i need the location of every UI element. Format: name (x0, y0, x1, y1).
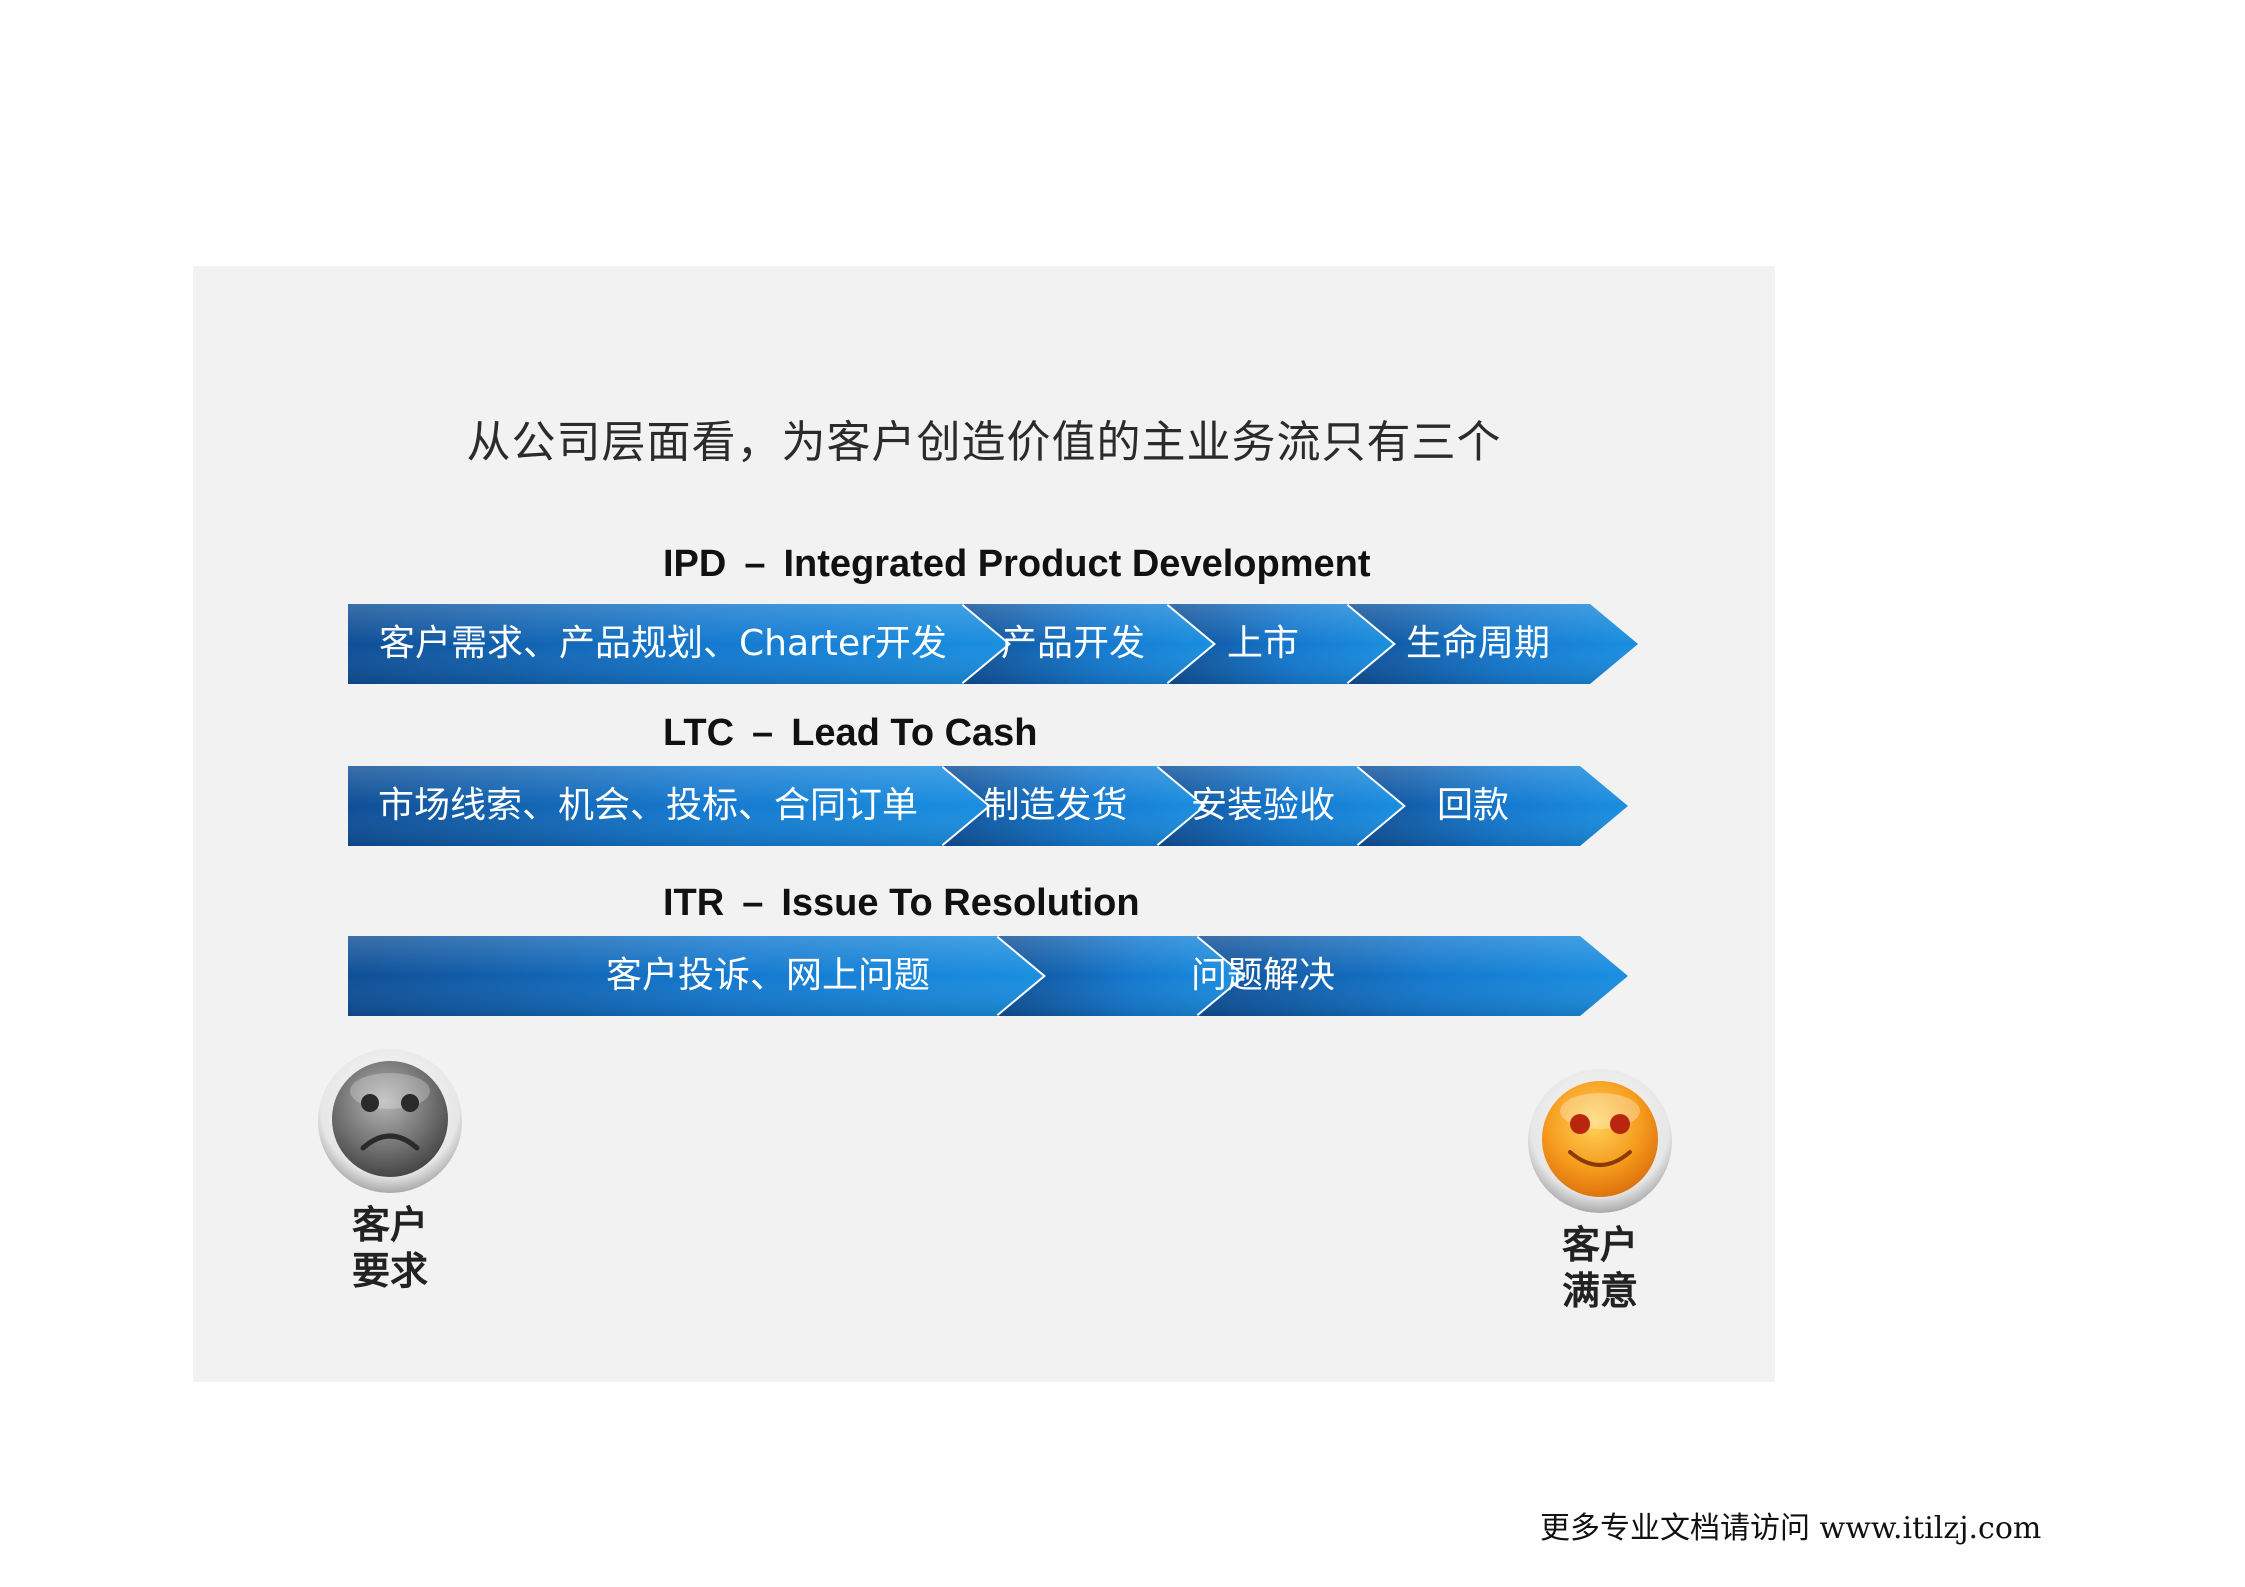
chevron-shade (348, 936, 1046, 1016)
end-caption-line2: 满意 (1561, 1269, 1638, 1313)
end-caption-line1: 客户 (1561, 1223, 1638, 1267)
ltc-arrow: 市场线索、机会、投标、合同订单 制造发货 安装验收 回款 (348, 764, 1638, 848)
chevron-shade (1168, 604, 1396, 684)
chevron-shade (943, 766, 1206, 846)
ipd-stage-1: 客户需求、产品规划、Charter开发 (379, 623, 947, 664)
dash: – (744, 543, 766, 585)
dash: – (752, 712, 774, 754)
ltc-stage-1: 市场线索、机会、投标、合同订单 (377, 785, 918, 826)
ltc-stage-2: 制造发货 (983, 785, 1128, 826)
ipd-stage-3: 上市 (1226, 623, 1299, 664)
end-caption: 客户 满意 (1530, 1222, 1670, 1314)
process-name: Lead To Cash (791, 712, 1038, 754)
process-name: Integrated Product Development (783, 543, 1371, 585)
ltc-stage-3: 安装验收 (1190, 785, 1335, 826)
ltc-label: LTC–Lead To Cash (663, 712, 1038, 755)
ipd-arrow: 客户需求、产品规划、Charter开发 产品开发 上市 生命周期 (348, 602, 1638, 686)
smiley-face-icon (1525, 1066, 1675, 1216)
footer-text: 更多专业文档请访问 www.itilzj.com (1540, 1511, 2042, 1546)
itr-stage-1: 客户投诉、网上问题 (605, 955, 930, 996)
chevron-shade (1158, 766, 1406, 846)
itr-chevrons (348, 934, 1628, 1018)
itr-label: ITR–Issue To Resolution (663, 882, 1140, 925)
start-caption: 客户 要求 (320, 1202, 460, 1294)
ipd-stage-2: 产品开发 (1000, 623, 1145, 664)
chevron-shade (1348, 604, 1638, 684)
process-name: Issue To Resolution (781, 882, 1140, 924)
chevron-shade (1358, 766, 1628, 846)
ltc-stage-4: 回款 (1436, 785, 1509, 826)
itr-arrow: 客户投诉、网上问题 问题解决 (348, 934, 1638, 1018)
ltc-chevrons (348, 764, 1628, 848)
start-caption-line1: 客户 (351, 1203, 428, 1247)
ipd-chevrons (348, 602, 1638, 686)
process-abbr: ITR (663, 882, 725, 924)
ipd-label: IPD–Integrated Product Development (663, 543, 1370, 586)
chevron-shade (998, 936, 1246, 1016)
sad-face-icon (315, 1046, 465, 1196)
ipd-stage-4: 生命周期 (1405, 623, 1550, 664)
process-abbr: LTC (663, 712, 735, 754)
chevron-shade (963, 604, 1216, 684)
chevron-shade (348, 766, 991, 846)
slide-title: 从公司层面看，为客户创造价值的主业务流只有三个 (466, 417, 1502, 468)
itr-stage-2: 问题解决 (1190, 955, 1335, 996)
slide: 从公司层面看，为客户创造价值的主业务流只有三个 IPD–Integrated P… (193, 266, 1775, 1382)
chevron-shade (348, 604, 1011, 684)
process-abbr: IPD (663, 543, 727, 585)
dash: – (742, 882, 764, 924)
start-caption-line2: 要求 (351, 1249, 428, 1293)
chevron-shade (1198, 936, 1628, 1016)
